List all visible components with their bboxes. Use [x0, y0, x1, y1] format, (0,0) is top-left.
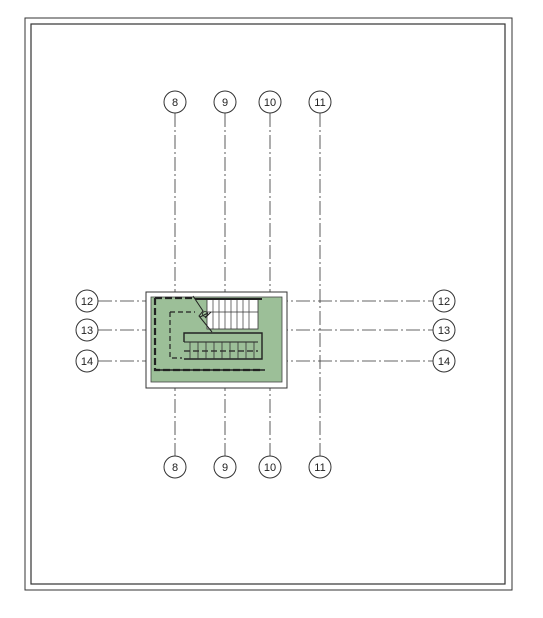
grid-bubble-label: 13 — [81, 325, 93, 337]
grid-bubble-12-right: 12 — [432, 289, 456, 313]
grid-bubbles: 8 8 9 9 10 10 11 11 12 12 13 13 14 14 — [75, 90, 456, 479]
grid-bubble-circle — [308, 90, 332, 114]
grid-bubble-11-bottom: 11 — [308, 455, 332, 479]
stair-break-line — [192, 295, 213, 333]
grid-bubble-circle — [432, 289, 456, 313]
stair-lower-outline-dashed — [169, 311, 195, 359]
upper-flight-box — [206, 298, 259, 330]
grid-bubble-9-bottom: 9 — [213, 455, 237, 479]
grid-bubble-circle — [75, 318, 99, 342]
grid-bubble-10-bottom: 10 — [258, 455, 282, 479]
grid-bubble-circle — [432, 318, 456, 342]
grid-bubble-label: 8 — [172, 462, 178, 474]
stair-plan — [145, 291, 288, 389]
sheet-inner-border — [30, 23, 506, 585]
grid-bubble-8-bottom: 8 — [163, 455, 187, 479]
grid-bubble-label: 10 — [264, 97, 276, 109]
grid-lines — [98, 113, 433, 456]
grid-bubble-label: 14 — [438, 356, 450, 368]
grid-bubble-9-top: 9 — [213, 90, 237, 114]
stair-start-marker — [202, 311, 208, 317]
grid-bubble-14-left: 14 — [75, 349, 99, 373]
grid-bubble-label: 8 — [172, 97, 178, 109]
grid-bubble-14-right: 14 — [432, 349, 456, 373]
grid-bubble-11-top: 11 — [308, 90, 332, 114]
grid-bubble-circle — [213, 90, 237, 114]
grid-bubble-label: 9 — [222, 97, 228, 109]
grid-bubble-label: 14 — [81, 356, 93, 368]
grid-bubble-13-right: 13 — [432, 318, 456, 342]
grid-bubble-12-left: 12 — [75, 289, 99, 313]
grid-bubble-label: 13 — [438, 325, 450, 337]
grid-bubble-label: 11 — [314, 97, 325, 109]
grid-bubble-13-left: 13 — [75, 318, 99, 342]
grid-bubble-label: 12 — [81, 296, 93, 308]
grid-bubble-label: 12 — [438, 296, 450, 308]
grid-bubble-label: 9 — [222, 462, 228, 474]
grid-bubble-10-top: 10 — [258, 90, 282, 114]
sheet-outer-border — [24, 17, 513, 591]
grid-bubble-circle — [308, 455, 332, 479]
stair-flight-lower — [184, 341, 258, 359]
grid-bubble-circle — [163, 90, 187, 114]
grid-bubble-circle — [213, 455, 237, 479]
grid-bubble-8-top: 8 — [163, 90, 187, 114]
grid-bubble-label: 11 — [314, 462, 325, 474]
grid-bubble-circle — [75, 349, 99, 373]
stair-lower-outline — [183, 332, 263, 360]
grid-bubble-circle — [432, 349, 456, 373]
grid-bubble-circle — [258, 90, 282, 114]
stair-direction-arrow — [199, 311, 212, 319]
grid-bubble-circle — [75, 289, 99, 313]
stair-flight-upper — [195, 298, 262, 330]
grid-bubble-label: 10 — [264, 462, 276, 474]
grid-bubble-circle — [163, 455, 187, 479]
grid-bubble-circle — [258, 455, 282, 479]
